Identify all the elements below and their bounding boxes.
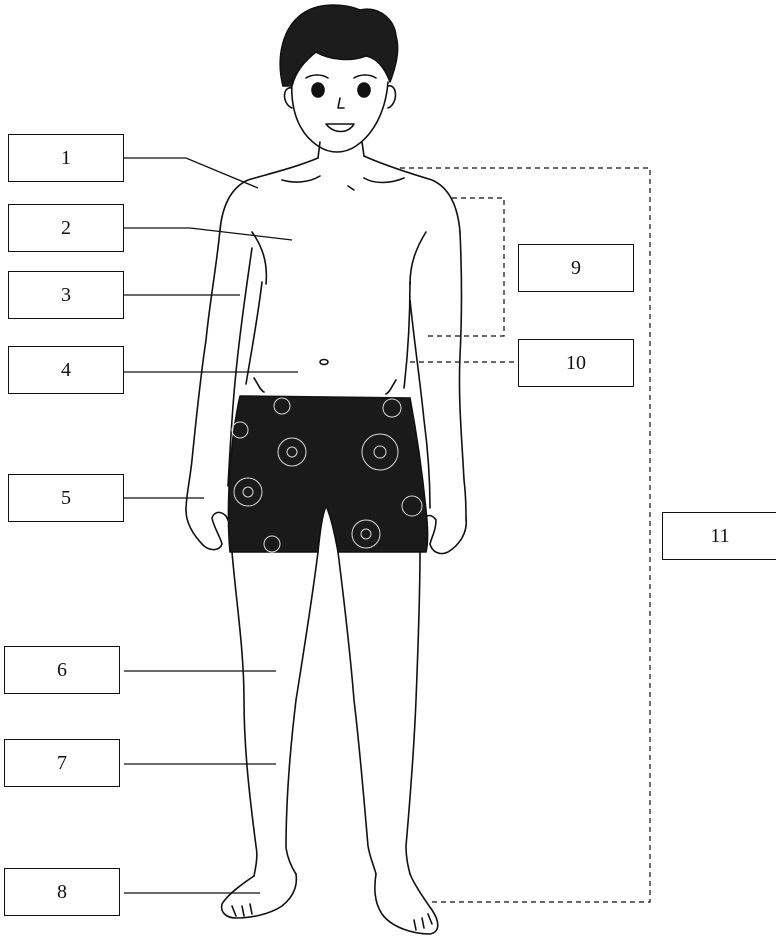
label-box-9: 9: [518, 244, 634, 292]
label-box-3: 3: [8, 271, 124, 319]
right-eye: [357, 82, 371, 98]
swim-shorts: [227, 395, 429, 553]
label-text: 5: [61, 486, 71, 509]
left-ear: [283, 87, 293, 109]
label-box-7: 7: [4, 739, 120, 787]
label-box-2: 2: [8, 204, 124, 252]
left-leg-inner: [285, 551, 319, 875]
label-text: 11: [710, 524, 730, 547]
left-eye: [311, 82, 325, 98]
label-text: 6: [57, 658, 67, 681]
right-ear: [387, 85, 397, 109]
label-text: 1: [61, 146, 71, 169]
label-box-5: 5: [8, 474, 124, 522]
label-box-11: 11: [662, 512, 776, 560]
label-text: 4: [61, 358, 71, 381]
face: [290, 79, 389, 153]
left-foot: [220, 873, 298, 919]
label-text: 3: [61, 283, 71, 306]
label-box-4: 4: [8, 346, 124, 394]
label-box-6: 6: [4, 646, 120, 694]
torso-left-side: [245, 281, 263, 385]
torso-right-side: [403, 281, 411, 389]
label-text: 10: [566, 351, 586, 374]
right-leg-outer: [405, 551, 421, 875]
bracket-9: [424, 197, 505, 337]
navel: [319, 358, 329, 366]
right-leg-inner: [337, 551, 377, 875]
right-foot: [374, 873, 439, 935]
leader-line-2: [124, 227, 293, 241]
right-arm-outer: [458, 231, 467, 519]
hair: [279, 4, 399, 87]
left-leg-outer: [231, 551, 258, 877]
label-box-1: 1: [8, 134, 124, 182]
label-box-8: 8: [4, 868, 120, 916]
left-hand: [185, 509, 237, 551]
bracket-11: [400, 167, 651, 903]
nose: [337, 97, 345, 109]
mouth: [325, 123, 355, 133]
right-shoulder: [363, 155, 461, 233]
label-text: 9: [571, 256, 581, 279]
right-hand: [423, 514, 468, 555]
left-arm-outer: [185, 229, 221, 511]
left-shoulder: [219, 157, 319, 231]
label-text: 2: [61, 216, 71, 239]
label-text: 8: [57, 880, 67, 903]
label-box-10: 10: [518, 339, 634, 387]
label-text: 7: [57, 751, 67, 774]
leader-line-1: [124, 157, 259, 189]
right-arm-inner: [409, 299, 431, 509]
